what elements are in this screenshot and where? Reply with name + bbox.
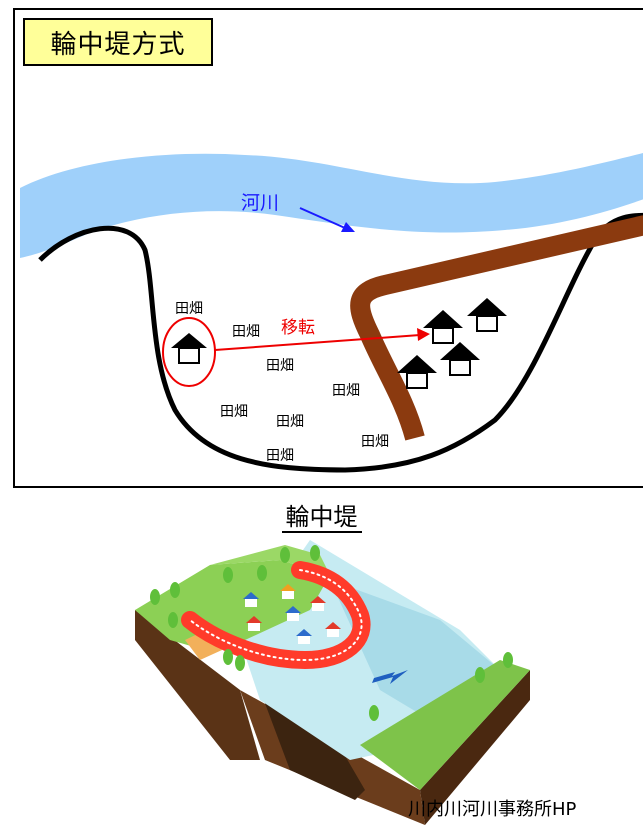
house-icon-2 <box>467 298 507 332</box>
river-surface-shade <box>330 580 500 720</box>
ring-house-6 <box>296 629 312 644</box>
ring-house-7 <box>325 622 341 637</box>
field-label: 田畑 <box>266 448 294 464</box>
source-credit: 川内川河川事務所HP <box>408 799 577 820</box>
ring-house-1 <box>243 592 259 607</box>
left-plain-grass <box>135 560 330 650</box>
house-icon-1 <box>423 310 463 344</box>
ring-house-2 <box>280 584 296 599</box>
house-icon-3 <box>397 355 437 389</box>
flow-arrow-icon <box>372 670 408 684</box>
house-icon-old <box>171 333 207 364</box>
ring-levee-subtitle: 輪中堤 <box>0 497 643 533</box>
ring-house-4 <box>246 616 262 631</box>
relocation-arrowhead <box>417 328 430 341</box>
house-icon-4 <box>440 342 480 376</box>
relocation-label: 移転 <box>281 318 315 338</box>
valley-ground-line <box>38 212 643 473</box>
right-bank-grass <box>360 660 530 790</box>
field-label: 田畑 <box>332 383 360 399</box>
upper-grass <box>210 545 330 575</box>
field-label: 田畑 <box>276 414 304 430</box>
field-label: 田畑 <box>266 358 294 374</box>
embankment <box>350 215 643 441</box>
field-label: 田畑 <box>220 404 248 420</box>
river-flow-arrow <box>299 207 346 229</box>
relocation-arrow <box>214 334 421 351</box>
river-flow-arrowhead <box>341 222 355 232</box>
field-label: 田畑 <box>361 434 389 450</box>
field-label: 田畑 <box>232 324 260 340</box>
schematic-panel: 輪中堤方式 河川 移転 田畑 田畑 田畑 田畑 田畑 田畑 田畑 田畑 <box>13 8 643 488</box>
old-house-circle <box>162 317 216 387</box>
river-band <box>20 153 643 258</box>
field-label: 田畑 <box>175 301 203 317</box>
ring-house-5 <box>285 606 301 621</box>
method-title: 輪中堤方式 <box>23 18 213 66</box>
soil-right <box>420 670 530 825</box>
schematic-drawing <box>20 153 643 473</box>
tree-icon <box>150 545 513 721</box>
soil-front-left <box>135 610 260 760</box>
river-label: 河川 <box>241 192 280 214</box>
ring-house-3 <box>310 596 326 611</box>
